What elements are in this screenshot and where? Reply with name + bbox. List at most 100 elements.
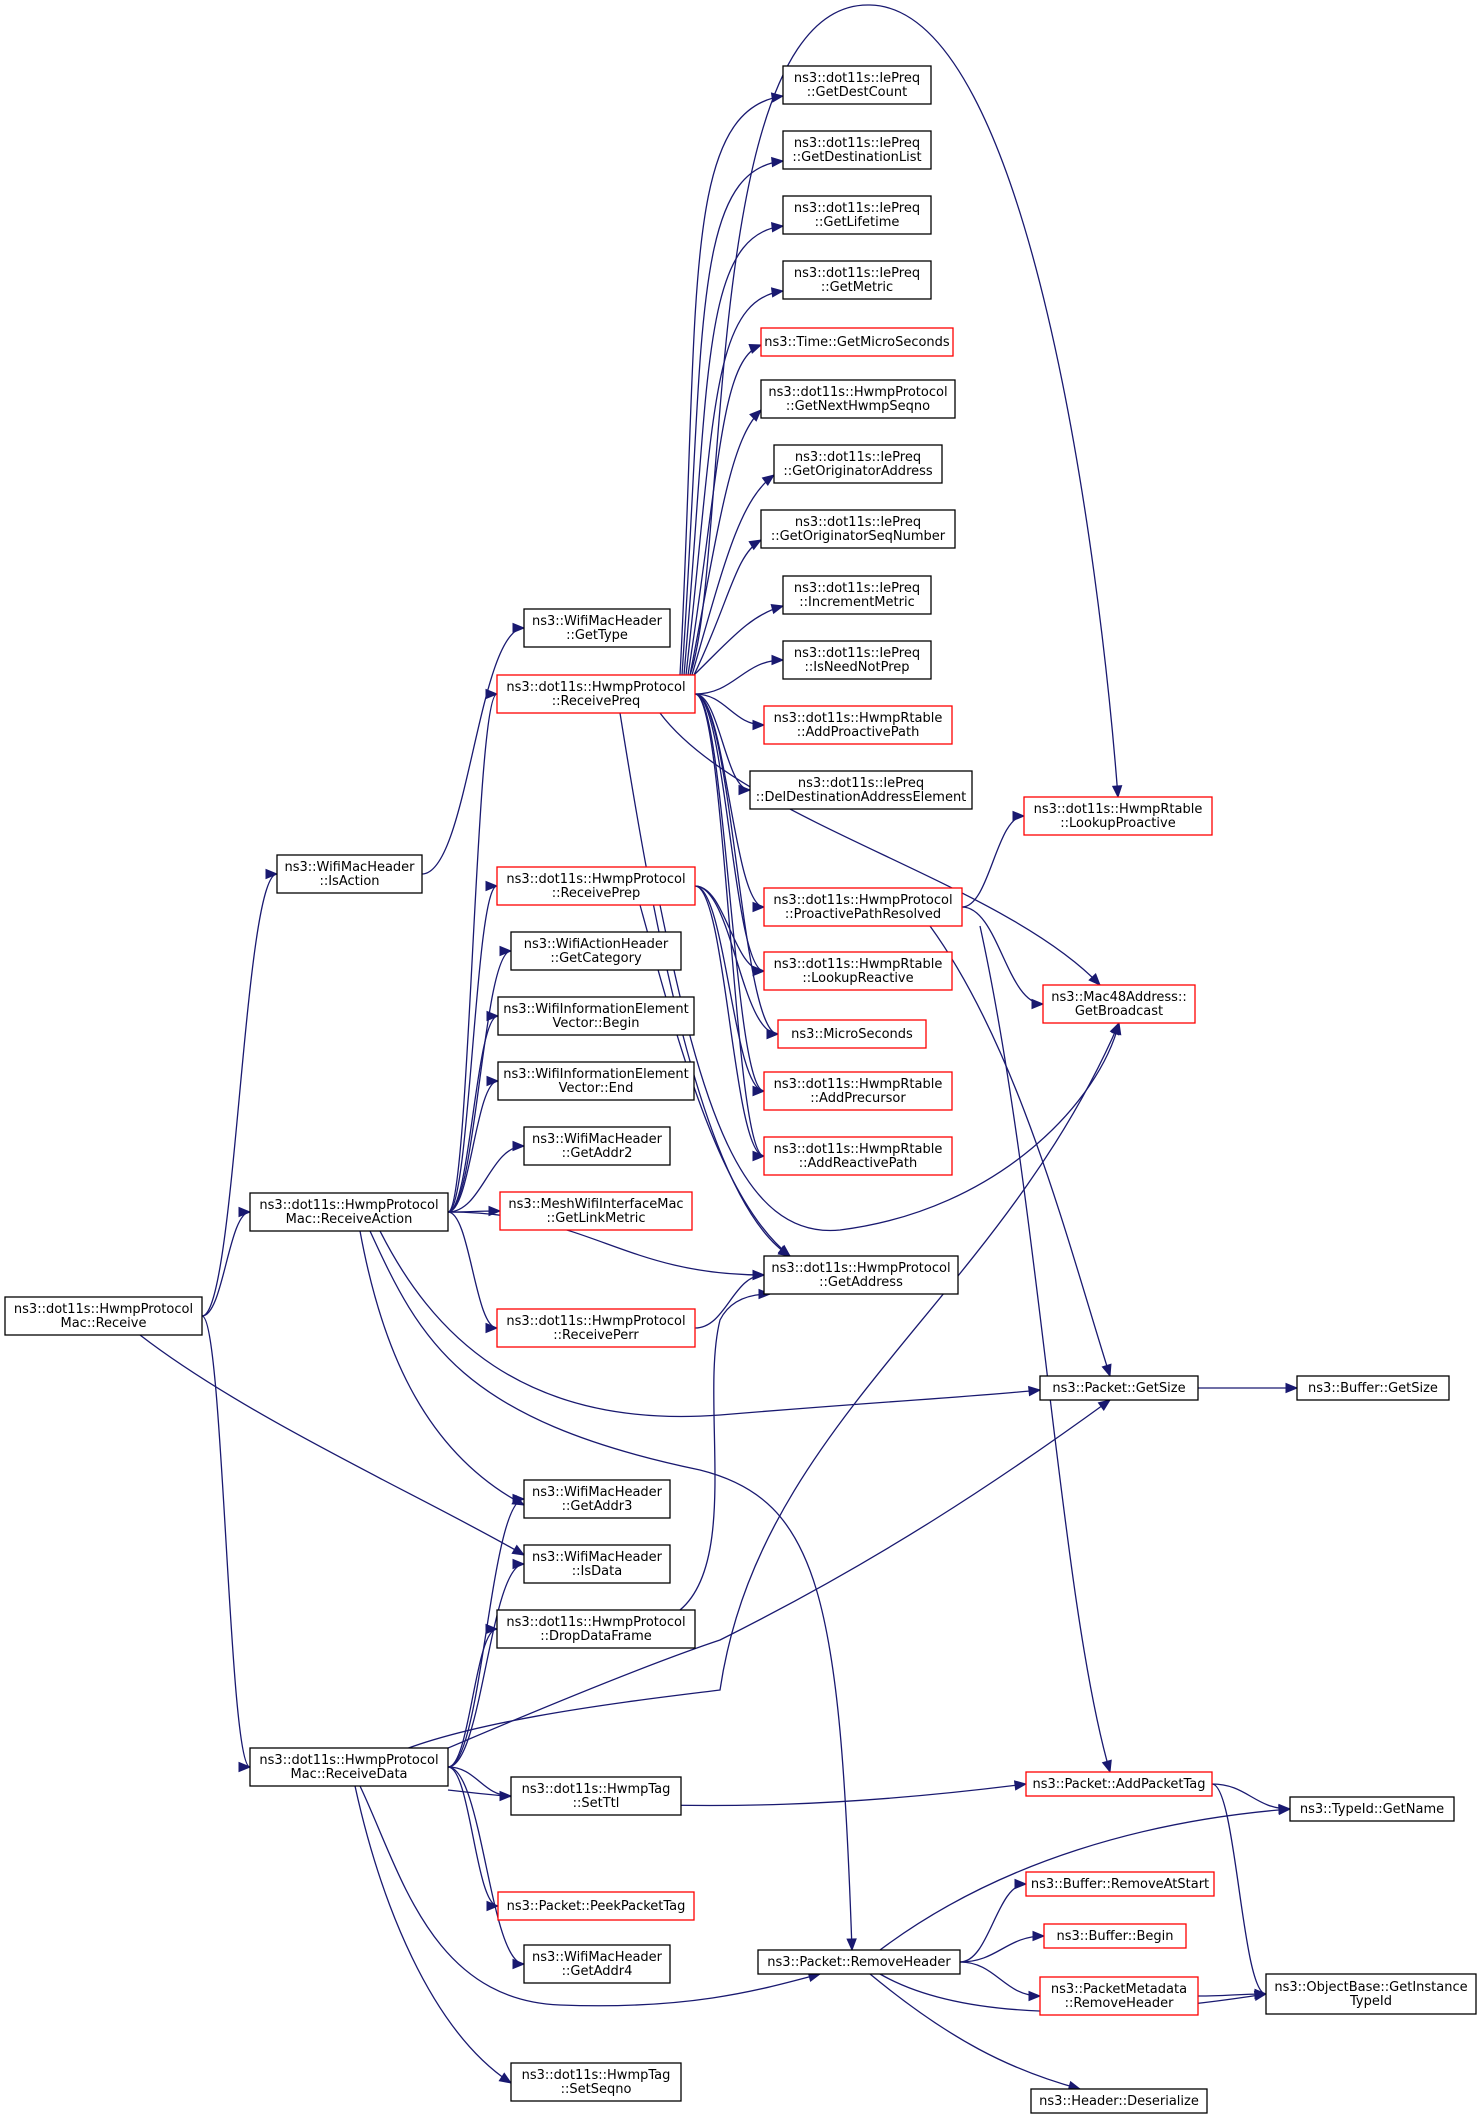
- node-lookupReactive[interactable]: ns3::dot11s::HwmpRtable::LookupReactive: [763, 951, 953, 991]
- node-box[interactable]: [782, 195, 932, 235]
- node-getAddr2[interactable]: ns3::WifiMacHeader::GetAddr2: [523, 1126, 671, 1166]
- node-delDestAddrElem[interactable]: ns3::dot11s::IePreq::DelDestinationAddre…: [749, 770, 973, 810]
- node-microSeconds[interactable]: ns3::MicroSeconds: [777, 1019, 927, 1049]
- node-box[interactable]: [510, 931, 682, 971]
- node-box[interactable]: [1039, 1375, 1199, 1401]
- node-box[interactable]: [496, 674, 696, 714]
- node-box[interactable]: [782, 130, 932, 170]
- node-box[interactable]: [523, 1126, 671, 1166]
- node-box[interactable]: [782, 640, 932, 680]
- node-box[interactable]: [496, 1308, 696, 1348]
- node-getLinkMetric[interactable]: ns3::MeshWifiInterfaceMac::GetLinkMetric: [499, 1191, 693, 1231]
- node-box[interactable]: [1042, 984, 1196, 1024]
- node-box[interactable]: [523, 1544, 671, 1584]
- node-receivePerr[interactable]: ns3::dot11s::HwmpProtocol::ReceivePerr: [496, 1308, 696, 1348]
- node-pmRemoveHeader[interactable]: ns3::PacketMetadata::RemoveHeader: [1039, 1976, 1199, 2016]
- node-box[interactable]: [1289, 1796, 1455, 1822]
- node-addProactivePath[interactable]: ns3::dot11s::HwmpRtable::AddProactivePat…: [763, 705, 953, 745]
- node-incrementMetric[interactable]: ns3::dot11s::IePreq::IncrementMetric: [782, 575, 932, 615]
- node-box[interactable]: [510, 1776, 682, 1816]
- node-box[interactable]: [763, 887, 963, 927]
- node-proactivePathResolved[interactable]: ns3::dot11s::HwmpProtocol::ProactivePath…: [763, 887, 963, 927]
- node-addPrecursor[interactable]: ns3::dot11s::HwmpRtable::AddPrecursor: [763, 1071, 953, 1111]
- node-box[interactable]: [497, 996, 695, 1036]
- node-box[interactable]: [1023, 796, 1213, 836]
- node-box[interactable]: [1296, 1375, 1450, 1401]
- node-box[interactable]: [773, 444, 943, 484]
- node-isNeedNotPrep[interactable]: ns3::dot11s::IePreq::IsNeedNotPrep: [782, 640, 932, 680]
- node-box[interactable]: [1265, 1973, 1477, 2015]
- node-typeIdGetName[interactable]: ns3::TypeId::GetName: [1289, 1796, 1455, 1822]
- node-getAddress[interactable]: ns3::dot11s::HwmpProtocol::GetAddress: [763, 1255, 959, 1295]
- node-box[interactable]: [782, 65, 932, 105]
- node-packetGetSize[interactable]: ns3::Packet::GetSize: [1039, 1375, 1199, 1401]
- node-isData[interactable]: ns3::WifiMacHeader::IsData: [523, 1544, 671, 1584]
- node-dropDataFrame[interactable]: ns3::dot11s::HwmpProtocol::DropDataFrame: [496, 1609, 696, 1649]
- node-box[interactable]: [523, 608, 671, 648]
- node-box[interactable]: [496, 866, 696, 906]
- node-box[interactable]: [249, 1747, 449, 1787]
- node-getNextHwmpSeqno[interactable]: ns3::dot11s::HwmpProtocol::GetNextHwmpSe…: [760, 379, 956, 419]
- node-getDestCount[interactable]: ns3::dot11s::IePreq::GetDestCount: [782, 65, 932, 105]
- node-box[interactable]: [1025, 1771, 1213, 1797]
- node-box[interactable]: [763, 1071, 953, 1111]
- node-setTtl[interactable]: ns3::dot11s::HwmpTag::SetTtl: [510, 1776, 682, 1816]
- node-box[interactable]: [760, 509, 956, 549]
- node-box[interactable]: [782, 575, 932, 615]
- node-box[interactable]: [1025, 1871, 1215, 1897]
- node-box[interactable]: [1030, 2088, 1208, 2114]
- node-box[interactable]: [757, 1949, 961, 1975]
- node-receiveData[interactable]: ns3::dot11s::HwmpProtocolMac::ReceiveDat…: [249, 1747, 449, 1787]
- node-receivePrep[interactable]: ns3::dot11s::HwmpProtocol::ReceivePrep: [496, 866, 696, 906]
- node-getOriginatorSeqNumber[interactable]: ns3::dot11s::IePreq::GetOriginatorSeqNum…: [760, 509, 956, 549]
- node-getOriginatorAddress[interactable]: ns3::dot11s::IePreq::GetOriginatorAddres…: [773, 444, 943, 484]
- node-addPacketTag[interactable]: ns3::Packet::AddPacketTag: [1025, 1771, 1213, 1797]
- node-getType[interactable]: ns3::WifiMacHeader::GetType: [523, 608, 671, 648]
- node-getBroadcast[interactable]: ns3::Mac48Address::GetBroadcast: [1042, 984, 1196, 1024]
- node-receiveAction[interactable]: ns3::dot11s::HwmpProtocolMac::ReceiveAct…: [249, 1192, 449, 1232]
- node-box[interactable]: [497, 1061, 695, 1101]
- node-box[interactable]: [249, 1192, 449, 1232]
- node-isAction[interactable]: ns3::WifiMacHeader::IsAction: [276, 854, 423, 894]
- node-getAddr4[interactable]: ns3::WifiMacHeader::GetAddr4: [523, 1944, 671, 1984]
- node-getAddr3[interactable]: ns3::WifiMacHeader::GetAddr3: [523, 1479, 671, 1519]
- node-box[interactable]: [763, 1255, 959, 1295]
- node-box[interactable]: [1043, 1923, 1187, 1949]
- node-box[interactable]: [782, 260, 932, 300]
- node-setSeqno[interactable]: ns3::dot11s::HwmpTag::SetSeqno: [510, 2062, 682, 2102]
- node-box[interactable]: [276, 854, 423, 894]
- node-removeHeader[interactable]: ns3::Packet::RemoveHeader: [757, 1949, 961, 1975]
- node-addReactivePath[interactable]: ns3::dot11s::HwmpRtable::AddReactivePath: [763, 1136, 953, 1176]
- node-lookupProactive[interactable]: ns3::dot11s::HwmpRtable::LookupProactive: [1023, 796, 1213, 836]
- node-box[interactable]: [523, 1944, 671, 1984]
- node-deserialize[interactable]: ns3::Header::Deserialize: [1030, 2088, 1208, 2114]
- node-bufferGetSize[interactable]: ns3::Buffer::GetSize: [1296, 1375, 1450, 1401]
- node-box[interactable]: [749, 770, 973, 810]
- node-box[interactable]: [763, 705, 953, 745]
- node-box[interactable]: [510, 2062, 682, 2102]
- node-box[interactable]: [4, 1296, 203, 1336]
- node-getCategory[interactable]: ns3::WifiActionHeader::GetCategory: [510, 931, 682, 971]
- node-getLifetime[interactable]: ns3::dot11s::IePreq::GetLifetime: [782, 195, 932, 235]
- node-box[interactable]: [1039, 1976, 1199, 2016]
- node-box[interactable]: [499, 1191, 693, 1231]
- node-receivePreq[interactable]: ns3::dot11s::HwmpProtocol::ReceivePreq: [496, 674, 696, 714]
- node-peekPacketTag[interactable]: ns3::Packet::PeekPacketTag: [497, 1891, 695, 1921]
- node-getMetric[interactable]: ns3::dot11s::IePreq::GetMetric: [782, 260, 932, 300]
- node-box[interactable]: [777, 1019, 927, 1049]
- node-box[interactable]: [763, 1136, 953, 1176]
- node-box[interactable]: [760, 379, 956, 419]
- node-box[interactable]: [497, 1891, 695, 1921]
- node-box[interactable]: [763, 951, 953, 991]
- node-box[interactable]: [523, 1479, 671, 1519]
- node-removeAtStart[interactable]: ns3::Buffer::RemoveAtStart: [1025, 1871, 1215, 1897]
- node-getMicroSeconds[interactable]: ns3::Time::GetMicroSeconds: [760, 327, 954, 357]
- node-getDestinationList[interactable]: ns3::dot11s::IePreq::GetDestinationList: [782, 130, 932, 170]
- node-bufferBegin[interactable]: ns3::Buffer::Begin: [1043, 1923, 1187, 1949]
- node-box[interactable]: [760, 327, 954, 357]
- node-box[interactable]: [496, 1609, 696, 1649]
